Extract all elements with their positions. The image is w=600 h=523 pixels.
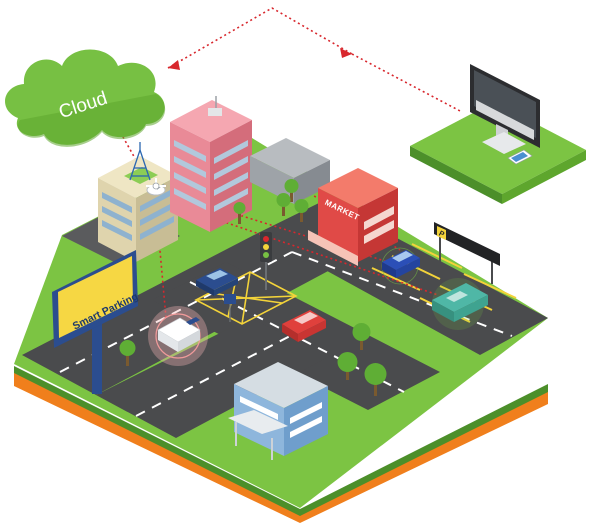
office-building-antenna [98,142,178,262]
white-van [148,306,208,366]
cloud-icon: Cloud [5,50,165,147]
monitor-station [410,64,586,204]
link-arrow-cloud [168,60,180,70]
